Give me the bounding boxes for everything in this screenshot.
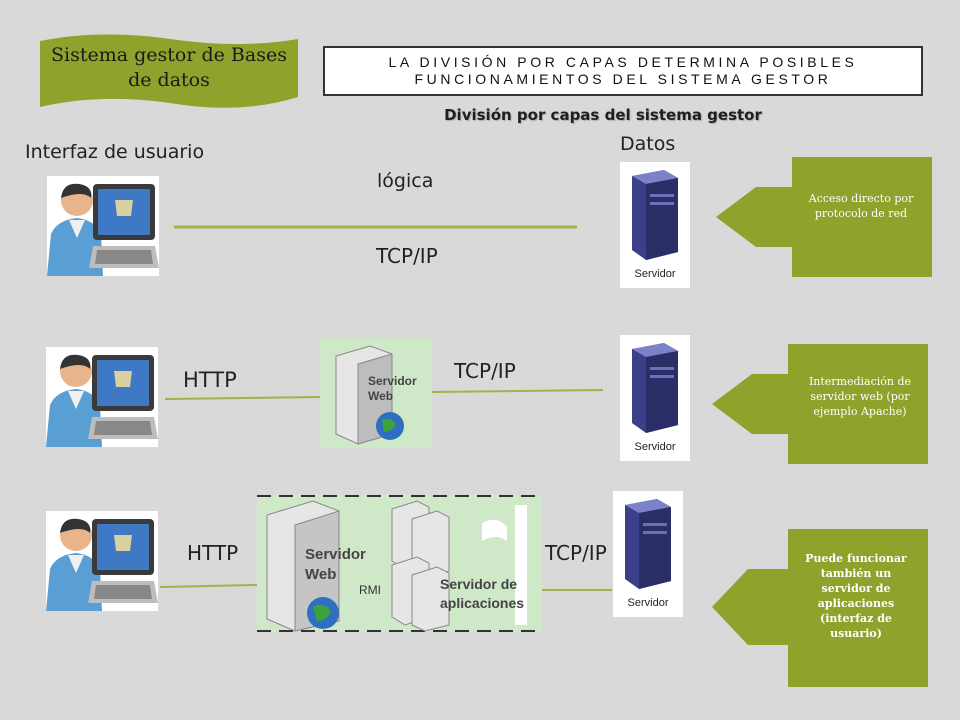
banner: Sistema gestor de Bases de datos <box>40 33 298 111</box>
server-caption: Servidor <box>634 441 676 453</box>
user-computer-icon <box>46 347 158 447</box>
row3-line-http <box>159 584 258 588</box>
column-label-ui: Interfaz de usuario <box>25 141 205 163</box>
row1-logic-label: lógica <box>377 170 434 192</box>
row3-http-label: HTTP <box>187 541 239 565</box>
row3-tcp-label: TCP/IP <box>545 541 607 565</box>
user-computer-icon <box>46 511 158 611</box>
web-server-label: Servidor Web <box>305 546 366 583</box>
app-server-group-art <box>257 495 542 632</box>
web-server-box: Servidor Web <box>320 338 432 448</box>
server-caption: Servidor <box>627 597 669 609</box>
server-tower-icon: Servidor <box>613 491 683 617</box>
server-tower-icon: Servidor <box>620 335 690 461</box>
callout-text: Intermediación de servidor web (por ejem… <box>808 375 912 418</box>
title-box: LA DIVISIÓN POR CAPAS DETERMINA POSIBLES… <box>323 46 923 96</box>
row2-tcp-label: TCP/IP <box>454 359 516 383</box>
row1-protocol-label: TCP/IP <box>376 244 438 268</box>
banner-shape <box>40 34 298 108</box>
callout-arrow: Acceso directo por protocolo de red <box>716 157 932 277</box>
row2-line-tcp <box>431 389 604 393</box>
row2-http-label: HTTP <box>183 368 237 392</box>
server-caption: Servidor <box>634 268 676 280</box>
diagram-subtitle: División por capas del sistema gestor <box>444 106 762 124</box>
banner-title: Sistema gestor de Bases de datos <box>51 44 287 91</box>
callout-arrow: Puede funcionar también un servidor de a… <box>712 529 928 687</box>
web-server-label: Servidor Web <box>368 374 417 403</box>
callout-text: Puede funcionar también un servidor de a… <box>805 552 907 640</box>
column-label-data: Datos <box>620 133 676 155</box>
server-tower-icon: Servidor <box>620 162 690 288</box>
row2-line-http <box>164 396 321 400</box>
app-server-group: Servidor Web RMI Servidor de aplicacione… <box>257 495 542 632</box>
rmi-label: RMI <box>359 583 381 597</box>
user-computer-icon <box>47 176 159 276</box>
callout-arrow: Intermediación de servidor web (por ejem… <box>712 344 928 464</box>
callout-text: Acceso directo por protocolo de red <box>808 192 914 220</box>
app-server-label: Servidor de aplicaciones <box>440 576 525 611</box>
